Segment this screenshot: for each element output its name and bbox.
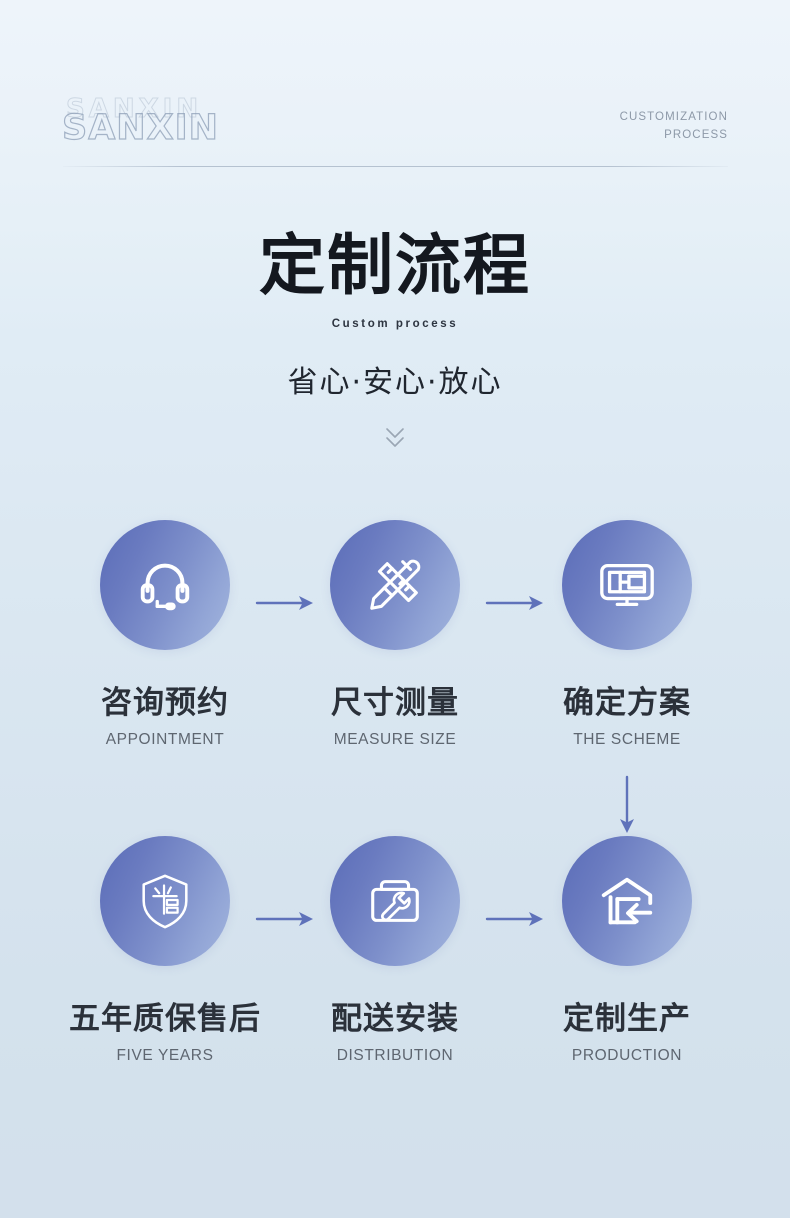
- chevron-double-down-icon: [0, 427, 790, 448]
- step-icon-circle: [100, 836, 230, 966]
- process-row-2: 五年质保售后 FIVE YEARS 配送安装 DISTRIBUTION: [0, 836, 790, 1152]
- page-subtitle-en: Custom process: [331, 318, 459, 330]
- warehouse-arrow-icon: [601, 877, 653, 925]
- arrow-down-icon: [615, 775, 639, 837]
- step-label-cn: 确定方案: [563, 685, 691, 721]
- logo-ghost-text: SANXIN: [65, 94, 203, 125]
- step-label-cn: 定制生产: [563, 1001, 691, 1037]
- header-caption-line2: PROCESS: [664, 129, 728, 141]
- shield-service-icon: [142, 874, 188, 929]
- process-step-production[interactable]: 定制生产 PRODUCTION: [517, 836, 737, 1065]
- header-divider: [63, 166, 728, 167]
- logo-main-text: SANXIN: [61, 107, 219, 148]
- step-icon-circle: [330, 836, 460, 966]
- step-label-cn: 配送安装: [331, 1001, 459, 1037]
- arrow-right-icon: [255, 593, 317, 613]
- step-icon-circle: [100, 520, 230, 650]
- page-slogan: 省心·安心·放心: [287, 365, 503, 400]
- step-label-en: PRODUCTION: [571, 1047, 683, 1064]
- arrow-right-icon: [485, 909, 547, 929]
- step-icon-circle: [330, 520, 460, 650]
- step-icon-circle: [562, 520, 692, 650]
- page-header: SANXIN SANXIN CUSTOMIZATION PROCESS: [0, 0, 790, 170]
- step-label-en: MEASURE SIZE: [333, 731, 457, 748]
- brand-logo[interactable]: SANXIN SANXIN: [61, 94, 322, 158]
- arrow-right-icon: [485, 593, 547, 613]
- step-label-en: THE SCHEME: [573, 731, 681, 748]
- process-step-distribution[interactable]: 配送安装 DISTRIBUTION: [285, 836, 505, 1065]
- process-flow: 咨询预约 APPOINTMENT: [0, 520, 790, 1152]
- headset-icon: [140, 563, 190, 611]
- step-label-cn: 五年质保售后: [69, 1001, 261, 1037]
- step-label-en: DISTRIBUTION: [336, 1047, 454, 1064]
- ruler-pencil-icon: [370, 559, 421, 610]
- page-title: 定制流程: [259, 227, 531, 304]
- step-label-en: APPOINTMENT: [105, 731, 225, 748]
- title-block: 定制流程 Custom process 省心·安心·放心: [0, 230, 790, 448]
- arrow-right-icon: [255, 909, 317, 929]
- toolbox-wrench-icon: [371, 880, 419, 922]
- header-caption-line1: CUSTOMIZATION: [619, 111, 728, 123]
- process-row-1: 咨询预约 APPOINTMENT: [0, 520, 790, 836]
- step-label-cn: 尺寸测量: [331, 685, 459, 721]
- monitor-floorplan-icon: [600, 563, 654, 607]
- process-step-warranty[interactable]: 五年质保售后 FIVE YEARS: [55, 836, 275, 1065]
- process-step-appointment[interactable]: 咨询预约 APPOINTMENT: [55, 520, 275, 749]
- step-label-en: FIVE YEARS: [116, 1047, 214, 1064]
- step-icon-circle: [562, 836, 692, 966]
- step-label-cn: 咨询预约: [101, 685, 229, 721]
- process-step-scheme[interactable]: 确定方案 THE SCHEME: [517, 520, 737, 749]
- header-caption: CUSTOMIZATION PROCESS: [620, 108, 728, 144]
- process-step-measure[interactable]: 尺寸测量 MEASURE SIZE: [285, 520, 505, 749]
